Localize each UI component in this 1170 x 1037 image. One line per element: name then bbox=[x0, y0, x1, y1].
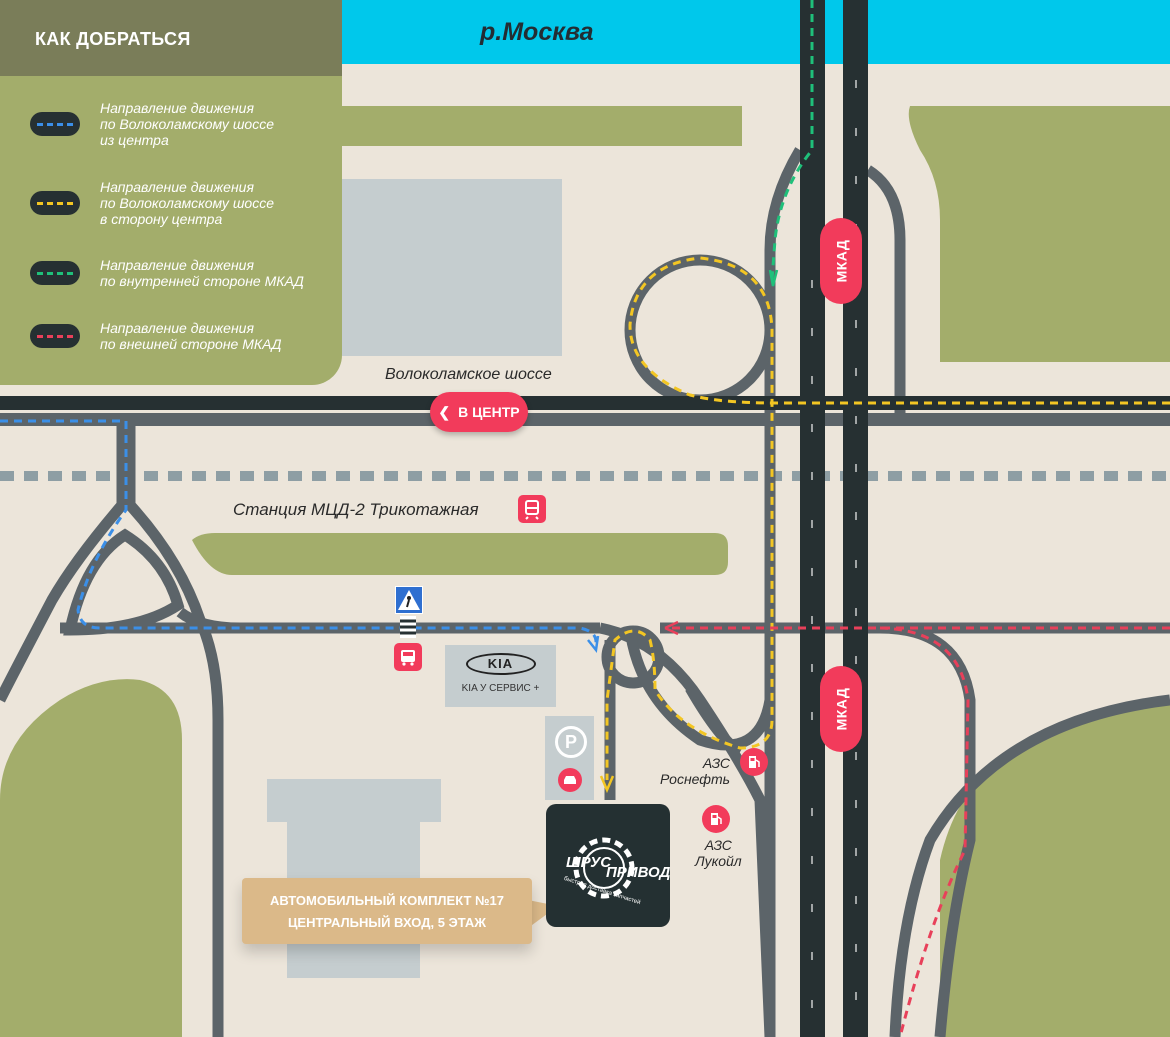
fuel-icon bbox=[702, 805, 730, 833]
gas-station-rosneft-label: АЗС Роснефть bbox=[660, 755, 731, 787]
kia-label: KIA У СЕРВИС + bbox=[461, 683, 540, 694]
kia-dealer: KIA KIA У СЕРВИС + bbox=[445, 645, 556, 707]
volokolamskoe-road bbox=[0, 396, 1170, 410]
legend-item: Направление движения по внутренней сторо… bbox=[30, 257, 304, 289]
mkad-badge-south: МКАД bbox=[820, 666, 862, 752]
legend-item: Направление движения по внешней стороне … bbox=[30, 320, 281, 352]
building-north bbox=[342, 179, 562, 356]
gear-icon bbox=[573, 837, 635, 899]
pedestrian-crossing-icon bbox=[395, 586, 423, 614]
mkad-left-carriageway bbox=[800, 0, 825, 1037]
logo-line2: ПРИВОД bbox=[606, 864, 671, 881]
center-direction-label: В ЦЕНТР bbox=[458, 404, 520, 420]
cloverleaf-loop bbox=[624, 254, 776, 406]
mkad-label: МКАД bbox=[833, 239, 849, 283]
legend-item-label: Направление движения по внешней стороне … bbox=[100, 320, 282, 352]
legend-item-label: Направление движения по внутренней сторо… bbox=[100, 257, 304, 289]
green-zone-ne bbox=[908, 106, 1170, 362]
volokolamskoe-label: Волоколамское шоссе bbox=[385, 366, 552, 383]
river bbox=[342, 0, 1170, 64]
green-zone-se bbox=[940, 705, 1170, 1037]
station-label: Станция МЦД-2 Трикотажная bbox=[233, 500, 479, 519]
train-icon bbox=[518, 495, 546, 523]
green-strip-station bbox=[192, 533, 728, 575]
bus-icon bbox=[394, 643, 422, 671]
exit-ramp bbox=[624, 629, 776, 751]
destination-marker: ШРУС ПРИВОД быстрая доставка запчастей bbox=[546, 804, 670, 927]
destination-callout: АВТОМОБИЛЬНЫЙ КОМПЛЕКТ №17 ЦЕНТРАЛЬНЫЙ В… bbox=[242, 878, 532, 944]
legend-item-label: Направление движения по Волоколамскому ш… bbox=[100, 100, 275, 148]
legend-title: КАК ДОБРАТЬСЯ bbox=[0, 0, 342, 76]
river-label: р.Москва bbox=[480, 18, 594, 46]
callout-line1: АВТОМОБИЛЬНЫЙ КОМПЛЕКТ №17 bbox=[270, 893, 504, 908]
kia-logo: KIA bbox=[465, 653, 536, 675]
legend-item-label: Направление движения по Волоколамскому ш… bbox=[100, 179, 275, 227]
callout-line2: ЦЕНТРАЛЬНЫЙ ВХОД, 5 ЭТАЖ bbox=[287, 915, 487, 930]
route-swatch-yellow bbox=[30, 191, 80, 215]
chevron-left-icon: ❮ bbox=[438, 403, 451, 420]
car-icon bbox=[558, 768, 582, 792]
legend-panel: КАК ДОБРАТЬСЯ Направление движения по Во… bbox=[0, 0, 342, 385]
mkad-label: МКАД bbox=[833, 687, 849, 731]
logo-line1: ШРУС bbox=[566, 854, 612, 871]
parking-icon: P bbox=[555, 726, 587, 758]
green-zone-sw bbox=[0, 679, 182, 1037]
legend-item: Направление движения по Волоколамскому ш… bbox=[30, 179, 274, 227]
parking-area: P bbox=[545, 716, 594, 800]
mkad-badge-north: МКАД bbox=[820, 218, 862, 304]
legend-item: Направление движения по Волоколамскому ш… bbox=[30, 100, 274, 148]
center-direction-pin: ❮ В ЦЕНТР bbox=[430, 392, 528, 432]
route-swatch-green bbox=[30, 261, 80, 285]
route-swatch-blue bbox=[30, 112, 80, 136]
gas-station-lukoil-label: АЗС Лукойл bbox=[695, 837, 742, 869]
fuel-icon bbox=[740, 748, 768, 776]
route-swatch-red bbox=[30, 324, 80, 348]
green-strip-top bbox=[320, 106, 742, 146]
